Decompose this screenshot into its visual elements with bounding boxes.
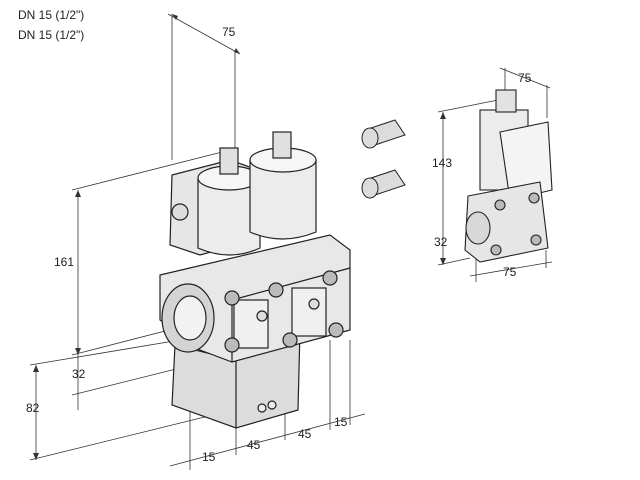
dimension-lines (29, 13, 553, 470)
arrow-head (33, 365, 39, 372)
connector-port (267, 400, 277, 410)
bolt (282, 332, 298, 348)
arrow-head (75, 190, 81, 197)
dim-15-left: 15 (202, 450, 216, 464)
bolt (328, 322, 344, 338)
double-valve-assembly (159, 131, 351, 429)
side-connector (495, 89, 517, 113)
arrow-head (440, 258, 446, 265)
arrow-head (234, 48, 240, 54)
side-view-valve (464, 89, 553, 263)
dim-143: 143 (432, 156, 453, 170)
cable-glands (361, 119, 406, 199)
dim-45-a: 45 (247, 438, 261, 452)
dim-side-top-75: 75 (518, 71, 532, 85)
coil-connector-left (219, 147, 239, 175)
dim-side-bottom-75: 75 (503, 265, 517, 279)
arrow-heads (33, 14, 446, 460)
header-line-2: DN 15 (1/2") (18, 28, 85, 42)
arrow-head (33, 453, 39, 460)
bolt (224, 290, 240, 306)
coil-right (249, 160, 317, 240)
side-body (464, 181, 549, 263)
bolt (224, 337, 240, 353)
bolt (268, 282, 284, 298)
coil-connector-right (272, 131, 292, 159)
side-coil-cover (499, 121, 553, 201)
dim-82: 82 (26, 401, 40, 415)
dim-161: 161 (54, 255, 75, 269)
arrow-head (172, 14, 178, 20)
dim-top-75: 75 (222, 25, 236, 39)
dim-45-b: 45 (298, 427, 312, 441)
arrow-head (440, 112, 446, 119)
arrow-head (75, 348, 81, 355)
dim-15-right: 15 (334, 415, 348, 429)
connector-port (257, 403, 267, 413)
dim-32-left: 32 (72, 367, 86, 381)
bolt (322, 270, 338, 286)
coil-left (197, 178, 261, 256)
header-line-1: DN 15 (1/2") (18, 8, 85, 22)
dim-side-32: 32 (434, 235, 448, 249)
